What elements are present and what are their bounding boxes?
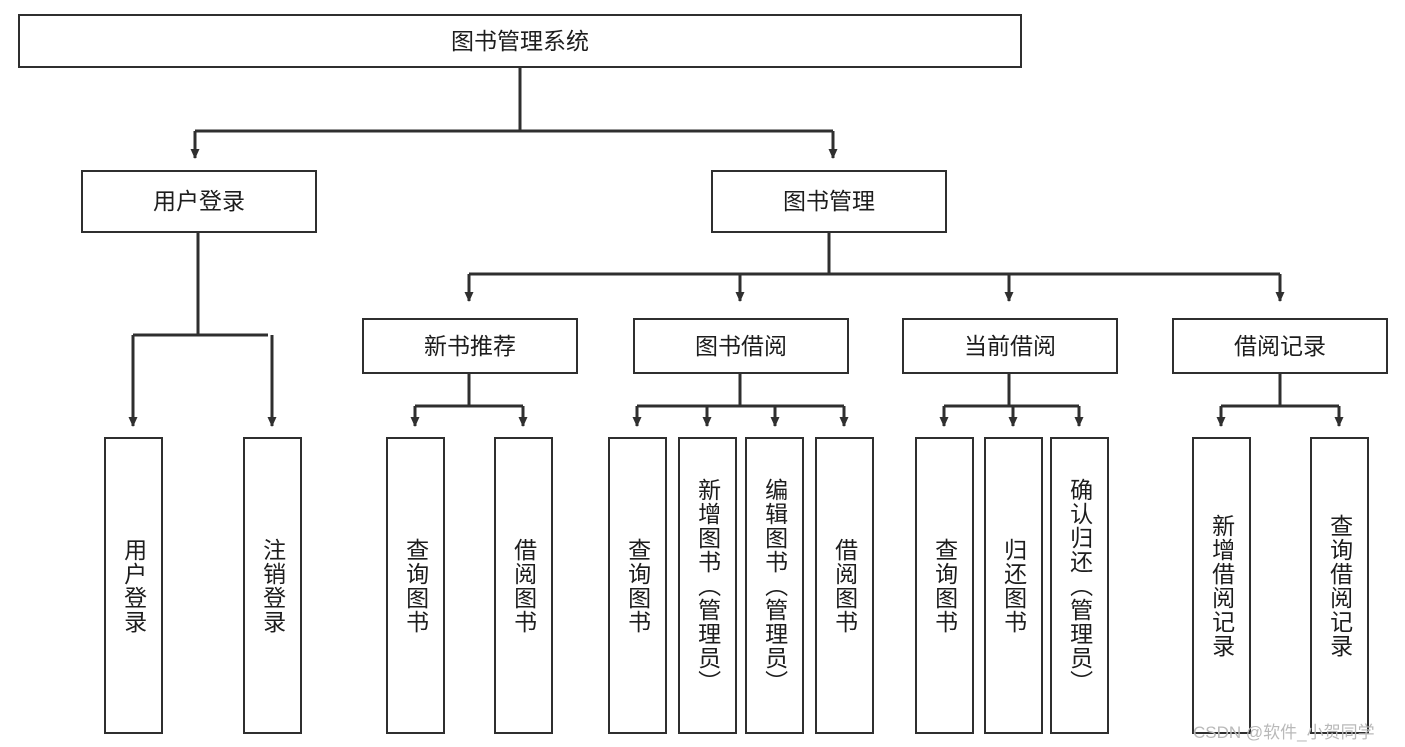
node-book-borrow[interactable]: 图书借阅 xyxy=(633,318,849,374)
node-leaf-borrow-book-recommend[interactable]: 借阅图书 xyxy=(494,437,553,734)
node-leaf-query-book-recommend[interactable]: 查询图书 xyxy=(386,437,445,734)
node-book-management[interactable]: 图书管理 xyxy=(711,170,947,233)
node-label: 查询图书 xyxy=(402,537,429,634)
node-label: 用户登录 xyxy=(153,188,245,215)
node-label: 图书管理系统 xyxy=(451,27,589,54)
node-label: 当前借阅 xyxy=(964,332,1056,359)
node-label: 查询图书 xyxy=(624,537,651,634)
node-label: 确认归还（管理员） xyxy=(1066,477,1093,694)
node-leaf-confirm-return-admin[interactable]: 确认归还（管理员） xyxy=(1050,437,1109,734)
node-label: 借阅图书 xyxy=(510,537,537,634)
node-current-borrow[interactable]: 当前借阅 xyxy=(902,318,1118,374)
node-label: 查询图书 xyxy=(931,537,958,634)
node-leaf-add-borrow-record[interactable]: 新增借阅记录 xyxy=(1192,437,1251,734)
node-label: 图书管理 xyxy=(783,188,875,215)
node-label: 借阅记录 xyxy=(1234,332,1326,359)
node-leaf-query-book-borrow[interactable]: 查询图书 xyxy=(608,437,667,734)
node-label: 编辑图书（管理员） xyxy=(761,477,788,694)
node-leaf-query-borrow-record[interactable]: 查询借阅记录 xyxy=(1310,437,1369,734)
node-label: 用户登录 xyxy=(120,537,147,634)
node-root-book-management-system[interactable]: 图书管理系统 xyxy=(18,14,1022,68)
node-label: 注销登录 xyxy=(259,537,286,634)
node-leaf-return-book[interactable]: 归还图书 xyxy=(984,437,1043,734)
node-label: 归还图书 xyxy=(1000,537,1027,634)
node-label: 新增图书（管理员） xyxy=(694,477,721,694)
node-user-login[interactable]: 用户登录 xyxy=(81,170,317,233)
node-new-book-recommend[interactable]: 新书推荐 xyxy=(362,318,578,374)
node-leaf-borrow-book[interactable]: 借阅图书 xyxy=(815,437,874,734)
node-label: 查询借阅记录 xyxy=(1326,513,1353,658)
node-leaf-query-book-current[interactable]: 查询图书 xyxy=(915,437,974,734)
node-leaf-logout-login[interactable]: 注销登录 xyxy=(243,437,302,734)
node-label: 新增借阅记录 xyxy=(1208,513,1235,658)
node-label: 新书推荐 xyxy=(424,332,516,359)
node-borrow-record[interactable]: 借阅记录 xyxy=(1172,318,1388,374)
node-leaf-edit-book-admin[interactable]: 编辑图书（管理员） xyxy=(745,437,804,734)
node-leaf-add-book-admin[interactable]: 新增图书（管理员） xyxy=(678,437,737,734)
node-label: 借阅图书 xyxy=(831,537,858,634)
node-label: 图书借阅 xyxy=(695,332,787,359)
node-leaf-user-login[interactable]: 用户登录 xyxy=(104,437,163,734)
